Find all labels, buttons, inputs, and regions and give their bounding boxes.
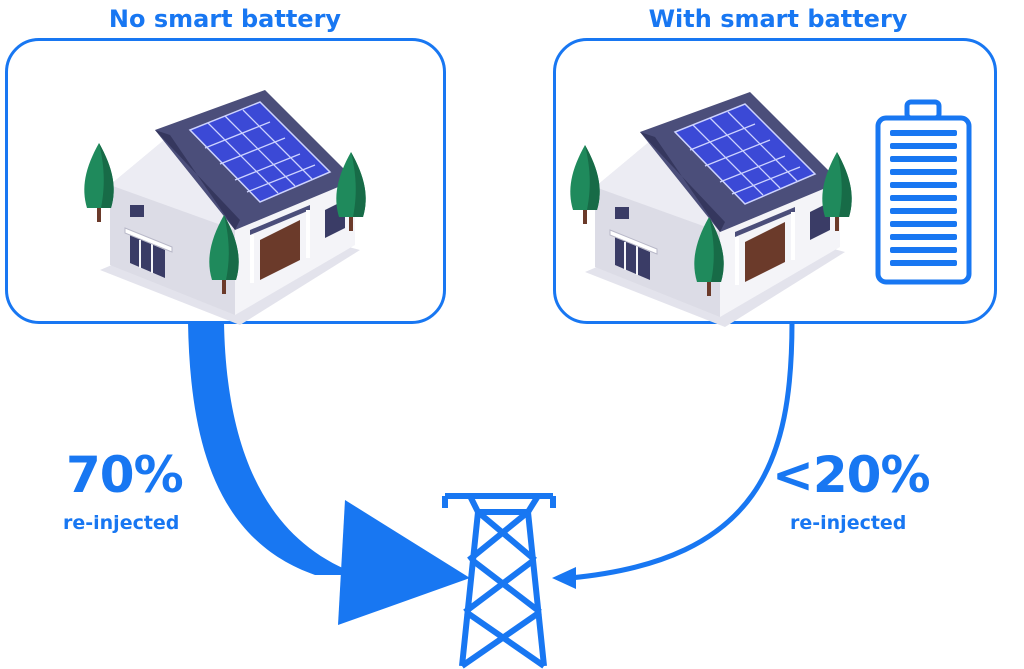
power-pylon-icon	[442, 493, 556, 669]
house-with-solar-panels-icon	[584, 91, 846, 328]
no-battery-percentage: 70%	[66, 446, 184, 504]
with-battery-title: With smart battery	[648, 5, 908, 33]
tree-icon	[84, 143, 114, 222]
no-battery-title: No smart battery	[108, 5, 342, 33]
with-battery-caption: re-injected	[790, 512, 907, 534]
house-with-solar-panels-icon	[99, 89, 361, 326]
flow-arrow-right	[552, 321, 795, 589]
with-battery-percentage: <20%	[772, 446, 931, 504]
flow-arrow-left	[188, 322, 470, 625]
no-battery-caption: re-injected	[63, 512, 180, 534]
battery-icon	[875, 99, 972, 285]
